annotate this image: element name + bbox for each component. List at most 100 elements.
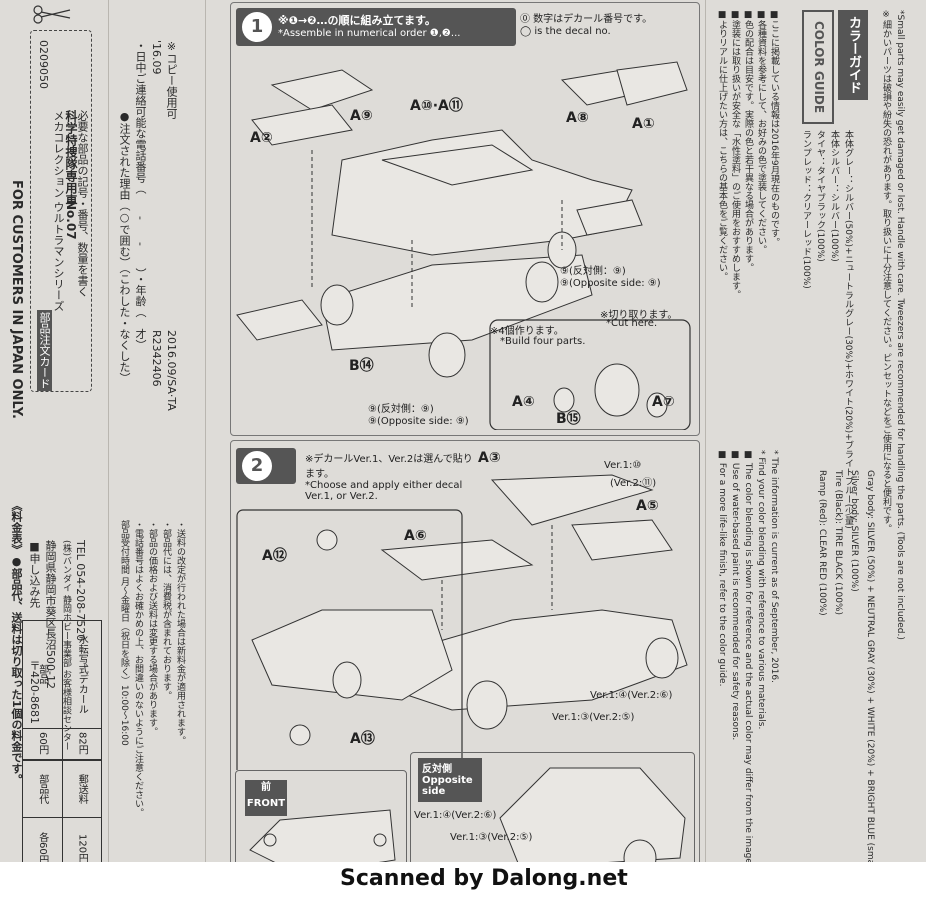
four-parts-note: ※4個作ります。 — [490, 326, 564, 337]
part-a13: A⑬ — [350, 731, 375, 747]
color-lamp-en: Ramp (Red): CLEAR RED (100%) — [817, 470, 827, 616]
year: '16.09 — [150, 40, 163, 75]
reason-note: ●注文された理由（○で囲む）（こわした・なくした） — [118, 110, 131, 384]
color-note4-en: * Find your color blending with referenc… — [756, 450, 766, 730]
price-note4: ・送料の改定が行われた場合は新料金が適用されます。 — [175, 520, 185, 745]
opposite-note-1: ⑨(反対側：⑨) — [560, 266, 626, 277]
part-a7: A⑦ — [652, 394, 675, 410]
order-card-frame — [30, 30, 92, 392]
hours: 部品受付時間 月～金曜日（祝日を除く）10:00～16:00 — [119, 520, 129, 746]
color-note1-en: ■ For a more life-like finish, refer to … — [717, 450, 727, 687]
color-note2-en: ■ Use of water-based paint is recommende… — [730, 450, 740, 741]
part-a1: A① — [632, 116, 655, 132]
col-decal: 水転写式デカール — [61, 620, 102, 729]
apply-label: ■申し込み先 — [28, 540, 41, 608]
decal-note-jp: ⓪ 数字はデカール番号です。 — [520, 14, 653, 25]
step1-title-en: *Assemble in numerical order ❶,❷... — [278, 28, 461, 39]
decal-price: 60円 — [22, 727, 63, 760]
decal-ver-a: Ver.1:⑩ — [604, 460, 642, 471]
opposite-label-en: Opposite side — [422, 775, 473, 797]
watermark-bar — [0, 862, 926, 900]
color-note5-en: * The information is current as of Septe… — [769, 450, 779, 683]
part-a3: A③ — [478, 450, 501, 466]
part-a8: A⑧ — [566, 110, 589, 126]
fold-line — [108, 0, 109, 900]
cut-here-note: ※切り取ります。 — [600, 310, 678, 321]
part-b14: B⑭ — [349, 358, 374, 374]
col-parts: 部品 — [22, 620, 63, 729]
part-a12: A⑫ — [262, 548, 287, 564]
color-tire-jp: タイヤ：タイヤブラック(100%) — [815, 130, 825, 262]
fold-line — [205, 0, 206, 900]
color-note3-jp: ■色の配合は目安です。実際の色と若干異なる場合があります。 — [743, 10, 753, 272]
color-silver-jp: 本体シルバー：シルバー(100%) — [829, 130, 839, 262]
caution-en: *Small parts may easily get damaged or l… — [895, 10, 905, 640]
date-code: 2016.09/SA·TA — [165, 330, 178, 411]
opposite-label-box: 反対側 Opposite side — [418, 758, 482, 802]
color-guide-title-en: COLOR GUIDE — [802, 10, 834, 124]
color-note5-jp: ■ここに掲載している情報は2016年9月現在のものです。 — [769, 10, 779, 247]
price-note3: ・部品代には、消費税が含まれております。 — [161, 520, 171, 700]
scissors-icon — [33, 5, 71, 24]
four-parts-note-en: *Build four parts. — [500, 336, 586, 347]
part-a5: A⑤ — [636, 498, 659, 514]
opposite-ver1: Ver.1:④(Ver.2:⑥) — [414, 810, 497, 821]
decal-ver-c: Ver.1:④(Ver.2:⑥) — [590, 690, 673, 701]
decal-ver-d: Ver.1:③(Ver.2:⑤) — [552, 712, 635, 723]
step2-decal-note-jp: ※デカールVer.1、Ver.2は選んで貼ります。 — [305, 454, 473, 480]
order-card-title-en: FOR CUSTOMERS IN JAPAN ONLY. — [9, 180, 24, 419]
cut-here-note-en: *Cut here. — [606, 318, 658, 329]
color-note1-jp: ■よりリアルに仕上げたい方は、こちらの基本色をご覧ください。 — [717, 10, 727, 281]
step2-decal-note-en: *Choose and apply either decal Ver.1, or… — [305, 480, 463, 502]
color-silver-en: Silver body: SILVER (100%) — [849, 470, 859, 592]
kit-number: No.07 — [64, 200, 78, 240]
part-b15: B⑮ — [556, 411, 581, 427]
tel: TEL 054-208-7520 — [74, 540, 87, 642]
watermark-text: Scanned by Dalong.net — [340, 866, 628, 891]
contact-note: ・日中ご連絡可能な電話番号（ - - ）・年齢（ 才） — [134, 40, 147, 351]
color-note3-en: ■ The color blending is shown for refere… — [743, 450, 753, 867]
opposite-ver2: Ver.1:③(Ver.2:⑤) — [450, 832, 533, 843]
color-gray-en: Gray body: SILVER (50%) + NEUTRAL GRAY (… — [865, 470, 875, 898]
price-note1: ・電話番号はよくお確かめの上、お間違いのないようにご注意ください。 — [133, 520, 143, 817]
color-tire-en: Tire (Black): TIRE BLACK (100%) — [833, 470, 843, 616]
front-label-box: 前 FRONT — [245, 780, 287, 816]
step2-diagram — [236, 474, 688, 770]
product-name: 科学特捜隊専用車 — [64, 110, 78, 206]
step1-title-jp: ※❶→❷…の順に組み立てます。 — [278, 14, 436, 27]
front-view-diagram — [249, 809, 396, 876]
part-a10-a11: A⑩·A⑪ — [410, 98, 463, 114]
color-lamp-jp: ランプレッド：クリアーレッド(100%) — [801, 130, 811, 289]
step2-number: 2 — [242, 451, 272, 481]
order-card-label: 部品注文カード — [37, 310, 52, 391]
part-a2: A② — [250, 130, 273, 146]
opposite-label-jp: 反対側 — [422, 764, 452, 775]
opposite-note-1-en: ⑨(Opposite side: ⑨) — [560, 278, 661, 289]
step1-diagram — [236, 61, 691, 430]
price-row-ship-header: 郵送料 — [61, 760, 102, 818]
opposite-note-2-en: ⑨(Opposite side: ⑨) — [368, 416, 469, 427]
decal-ship: 82円 — [61, 727, 102, 760]
part-a4: A④ — [512, 394, 535, 410]
price-heading: 《料金表》●部品代、送料は切り取った1個の料金です。 — [10, 500, 23, 785]
color-gray-jp: 本体グレー：シルバー(50%)+ニュートラルグレー(30%)+ホワイト(20%)… — [843, 130, 853, 529]
fold-line — [705, 0, 706, 900]
step1-number: 1 — [242, 12, 272, 42]
color-guide-title-jp: カラーガイド — [838, 10, 868, 100]
part-a6: A⑥ — [404, 528, 427, 544]
item-code: 0209050 — [37, 40, 50, 89]
decal-note-en: ◯ is the decal no. — [520, 26, 611, 37]
price-row-parts-header: 部品代 — [22, 760, 63, 818]
caution-jp: ※細かいパーツは破損や紛失の恐れがあります。取り扱いに十分注意してください。ピン… — [881, 10, 891, 533]
front-label-jp: 前 — [261, 782, 271, 793]
price-table-decal: 部品 水転写式デカール 60円 82円 — [22, 620, 102, 760]
color-note2-jp: ■塗装には取り扱いが安全な「水性塗料」のご使用をおすすめします。 — [730, 10, 740, 299]
front-label-en: FRONT — [246, 798, 286, 809]
code2: R2342406 — [150, 330, 163, 387]
series-name: メカコレクション ウルトラマンシリーズ — [52, 110, 65, 312]
copy-note: ※コピー使用可 — [165, 40, 178, 119]
part-a9: A⑨ — [350, 108, 373, 124]
required-note: 必要な部品の記号・番号、数量を書く — [76, 110, 89, 297]
step1-banner — [236, 8, 516, 46]
